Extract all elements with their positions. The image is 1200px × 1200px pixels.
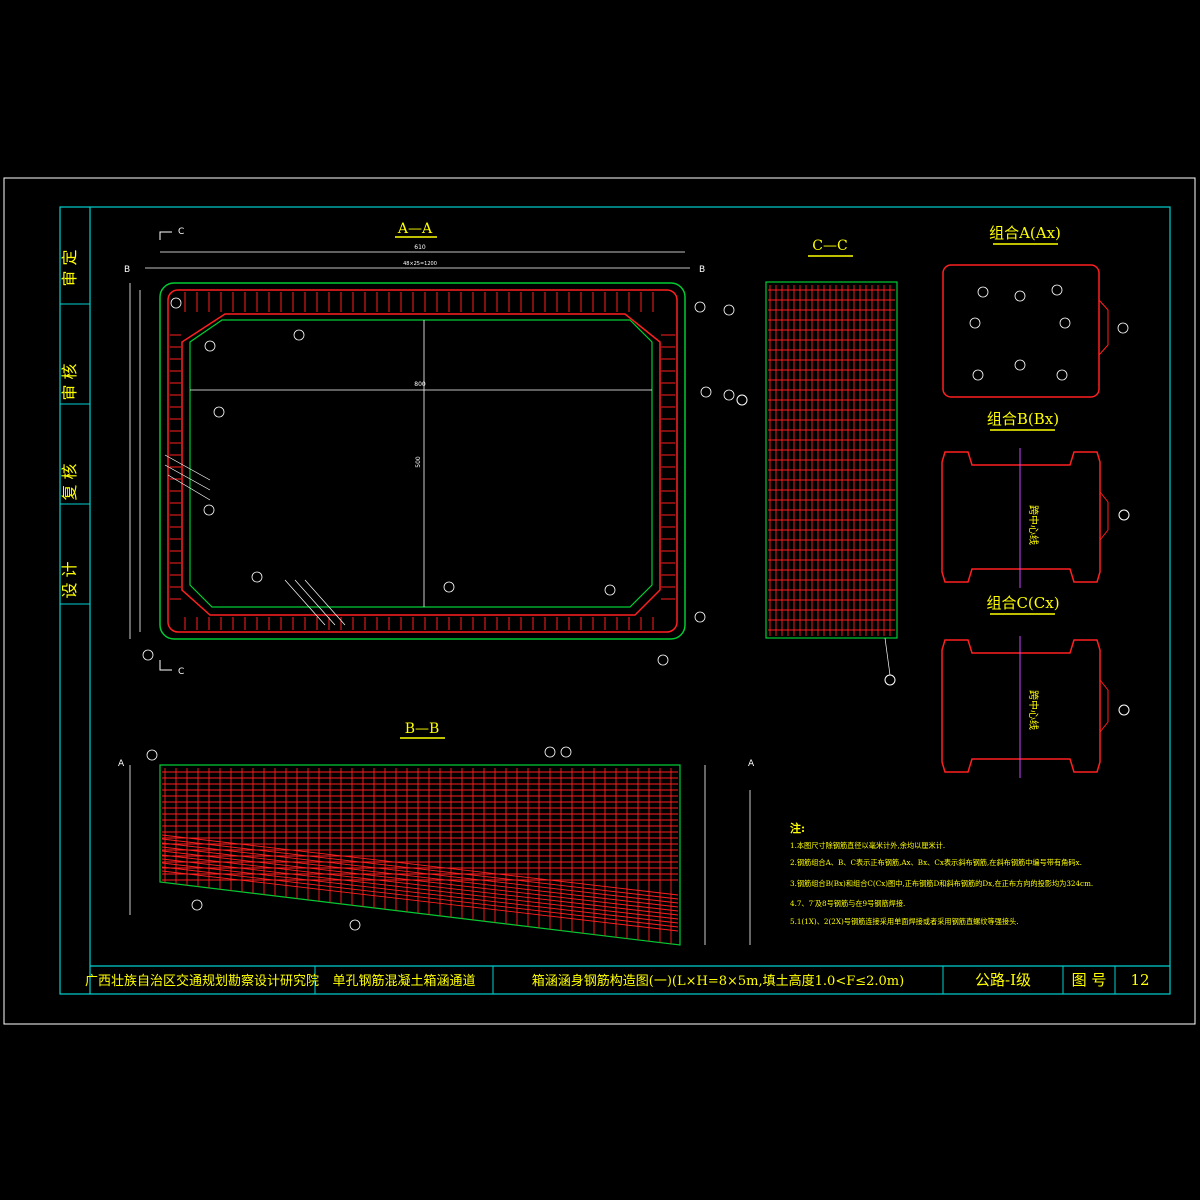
section-aa-title: A—A — [397, 221, 433, 237]
section-cc-title: C—C — [812, 238, 847, 254]
section-bb-title: B—B — [405, 721, 440, 737]
signature-column: 审 定 审 核 复 核 设 计 — [60, 249, 90, 605]
dim-inner-spacing: 48×25=1200 — [403, 261, 437, 267]
note-1: 1.本图尺寸除钢筋直径以毫米计外,余均以厘米计. — [790, 841, 945, 850]
notes: 注: 1.本图尺寸除钢筋直径以毫米计外,余均以厘米计. 2.钢筋组合A、B、C表… — [790, 821, 1093, 926]
box-outer-wall — [159, 282, 686, 640]
cut-c-top: C — [178, 227, 184, 237]
combo-a: 组合A(Ax) — [942, 224, 1129, 398]
box-inner-opening — [189, 319, 653, 608]
bb-outline — [159, 764, 681, 946]
drawing-title: 箱涵涵身钢筋构造图(一)(L×H=8×5m,填土高度1.0<F≤2.0m) — [532, 973, 904, 989]
outer-border — [3, 177, 1196, 1025]
cut-b-right: B — [699, 265, 705, 275]
section-aa: A—A 610 48×25=1200 C C B B 800 500 — [124, 221, 735, 677]
combo-c: 组合C(Cx) 跨中心线 — [941, 594, 1130, 778]
note-4: 4.7、7′及8号钢筋与在9号钢筋焊接. — [790, 899, 905, 908]
note-5: 5.1(1X)、2(2X)号钢筋连接采用单面焊接或者采用钢筋直螺纹等强接头. — [790, 917, 1019, 926]
note-3: 3.钢筋组合B(Bx)和组合C(Cx)图中,正布钢筋D和斜布钢筋的Dx,在正布方… — [790, 879, 1093, 888]
cut-b-left: B — [124, 265, 130, 275]
dim-total: 610 — [414, 244, 426, 251]
combo-b-center-line: 跨中心线 — [1027, 505, 1040, 545]
sign-review: 审 核 — [60, 363, 79, 400]
combo-c-title: 组合C(Cx) — [986, 594, 1059, 612]
notes-heading: 注: — [790, 821, 805, 835]
combo-a-title: 组合A(Ax) — [989, 224, 1061, 242]
project-name: 单孔钢筋混凝土箱涵通道 — [332, 973, 475, 989]
cc-outline — [765, 281, 898, 639]
title-block: 广西壮族自治区交通规划勘察设计研究院 单孔钢筋混凝土箱涵通道 箱涵涵身钢筋构造图… — [85, 965, 1170, 994]
note-2: 2.钢筋组合A、B、C表示正布钢筋,Ax、Bx、Cx表示斜布钢筋,在斜布钢筋中编… — [790, 858, 1082, 867]
combo-b: 组合B(Bx) 跨中心线 — [941, 410, 1130, 588]
section-bb: B—B A A — [118, 721, 755, 946]
combo-b-title: 组合B(Bx) — [987, 410, 1059, 428]
cut-a-right: A — [748, 759, 755, 769]
cut-c-bottom: C — [178, 667, 184, 677]
section-cc: C—C — [736, 238, 898, 686]
combo-c-center-line: 跨中心线 — [1027, 690, 1040, 730]
sign-approve: 审 定 — [60, 249, 79, 286]
sign-design: 设 计 — [60, 561, 79, 598]
figure-label: 图 号 — [1072, 971, 1107, 989]
dim-clear-height: 500 — [415, 456, 422, 468]
sign-check: 复 核 — [60, 463, 79, 500]
institute-name: 广西壮族自治区交通规划勘察设计研究院 — [85, 973, 319, 989]
inner-border — [59, 206, 1171, 995]
load-grade: 公路-Ⅰ级 — [975, 971, 1031, 989]
figure-number: 12 — [1130, 971, 1149, 989]
cut-a-left: A — [118, 759, 125, 769]
dim-clear-width: 800 — [414, 381, 426, 388]
